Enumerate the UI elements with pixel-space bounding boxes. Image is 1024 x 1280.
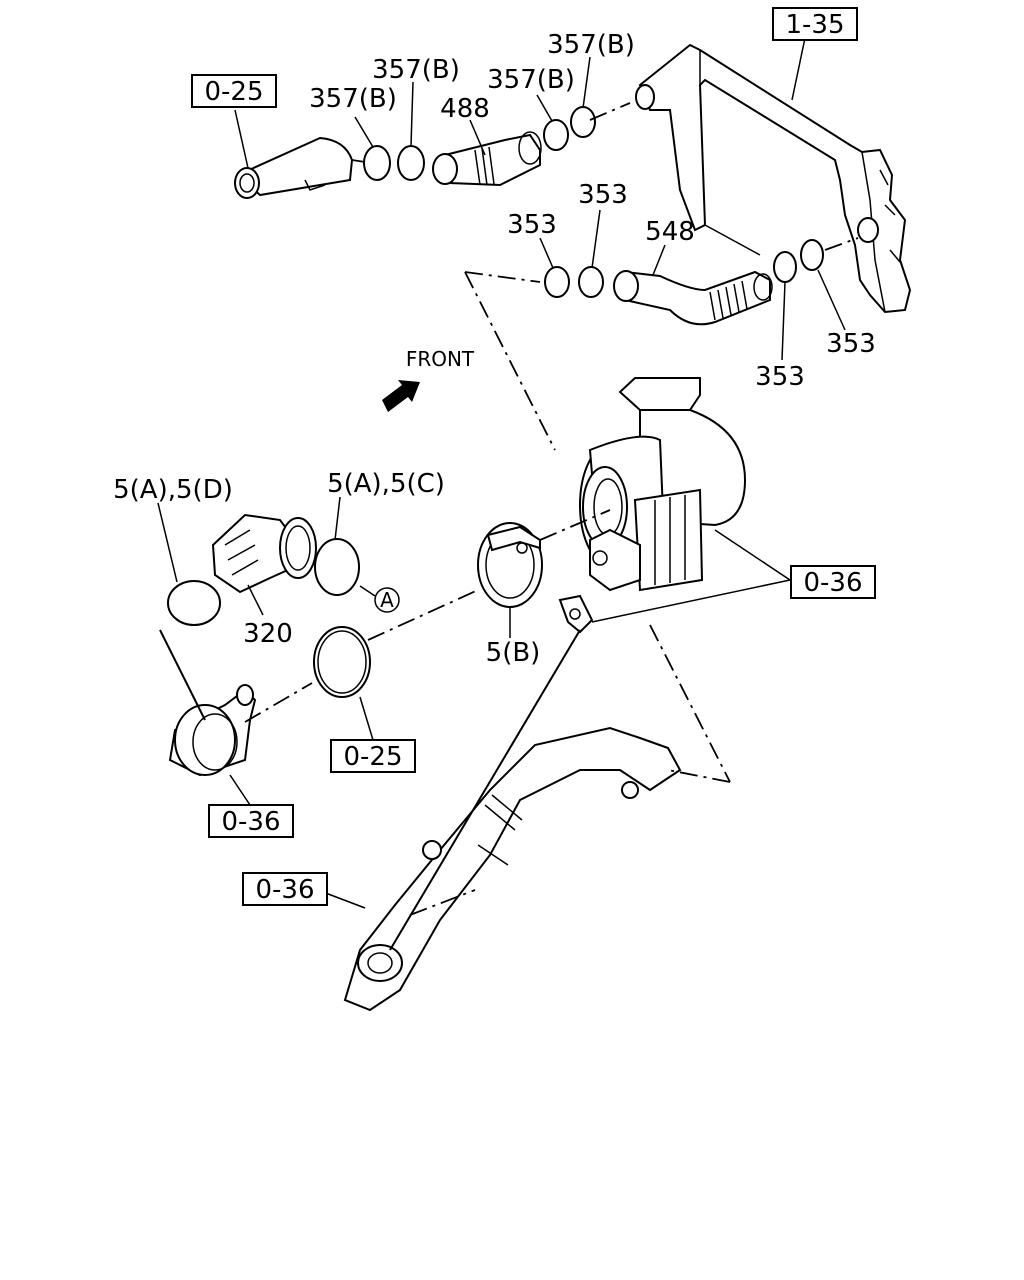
svg-text:0-36: 0-36 [803,568,862,598]
label-5ad: 5(A),5(D) [113,475,233,505]
callout-0-25-mid: 0-25 [330,739,416,773]
label-357b-2: 357(B) [372,55,460,85]
label-353-2: 353 [578,180,628,210]
leader-lines [157,37,846,909]
front-label: FRONT [406,347,475,371]
label-353-4: 353 [826,329,876,359]
alignment-lines-upper [351,102,859,451]
label-320: 320 [243,619,293,649]
label-357b-3: 357(B) [487,65,575,95]
callout-0-25-top: 0-25 [191,74,277,108]
clamp-5a-group [167,538,360,626]
clamp-353-group [544,239,824,298]
label-5b: 5(B) [486,638,541,668]
flange-gasket [558,594,594,634]
alignment-lines-lower [159,509,731,951]
label-5ac: 5(A),5(C) [327,469,445,499]
svg-text:0-25: 0-25 [343,742,402,772]
label-353-1: 353 [507,210,557,240]
svg-text:A: A [380,588,394,612]
marker-a: A [359,585,400,613]
callout-0-36-turbo: 0-36 [790,565,876,599]
callout-1-35: 1-35 [772,7,858,41]
label-548: 548 [645,217,695,247]
vband-clamp-5b [477,522,543,608]
label-357b-4: 357(B) [547,30,635,60]
label-488: 488 [440,94,490,124]
hose-488 [432,131,542,187]
callout-0-36-elbow: 0-36 [208,804,294,838]
crossover-pipe [343,726,682,1012]
svg-text:0-36: 0-36 [255,875,314,905]
svg-text:0-36: 0-36 [221,807,280,837]
label-353-3: 353 [755,362,805,392]
svg-text:0-25: 0-25 [204,77,263,107]
elbow-adapter [168,684,257,777]
outlet-pipe-top [234,136,354,199]
o-ring [313,626,371,698]
callout-0-36-pipe: 0-36 [242,872,328,906]
front-arrow-icon [382,380,420,412]
hose-548 [613,270,773,326]
label-357b-1: 357(B) [309,84,397,114]
svg-text:1-35: 1-35 [785,10,844,40]
hose-320 [211,513,317,594]
turbocharger [579,377,747,592]
intercooler [635,43,912,314]
clamp-357b-group [363,106,596,181]
